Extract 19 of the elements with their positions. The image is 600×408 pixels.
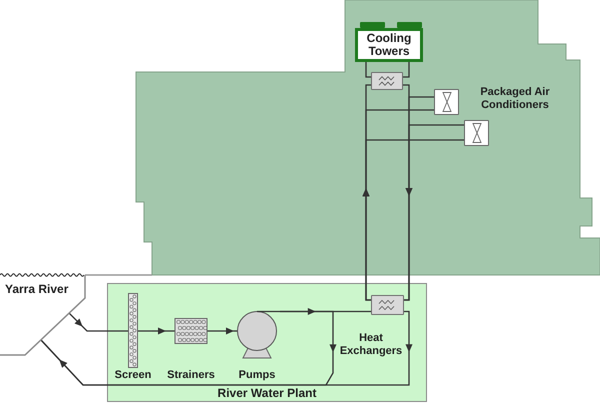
- component-label: Strainers: [167, 369, 215, 382]
- flow-arrow: [152, 328, 166, 334]
- plant-label: River Water Plant: [218, 386, 316, 400]
- flow-arrow: [68, 312, 114, 332]
- river-label: Yarra River: [5, 282, 68, 296]
- flow-arrow: [404, 124, 464, 301]
- pipe-line: [403, 62, 410, 78]
- part-label: Packaged Air Conditioners: [479, 86, 551, 112]
- plant-area: [107, 283, 427, 402]
- flow-arrow: [216, 328, 234, 334]
- air-conditioner-unit: [464, 120, 489, 146]
- air-conditioner-unit: [434, 89, 459, 115]
- component-label: Pumps: [238, 369, 276, 382]
- flow-arrow: [40, 310, 412, 386]
- component-label: Screen: [114, 369, 152, 382]
- pipe-line: [365, 62, 371, 78]
- cooling-tower-box: Cooling Towers: [355, 28, 423, 62]
- flow-arrow: [362, 139, 464, 301]
- part-label: Heat Exchangers: [338, 332, 404, 358]
